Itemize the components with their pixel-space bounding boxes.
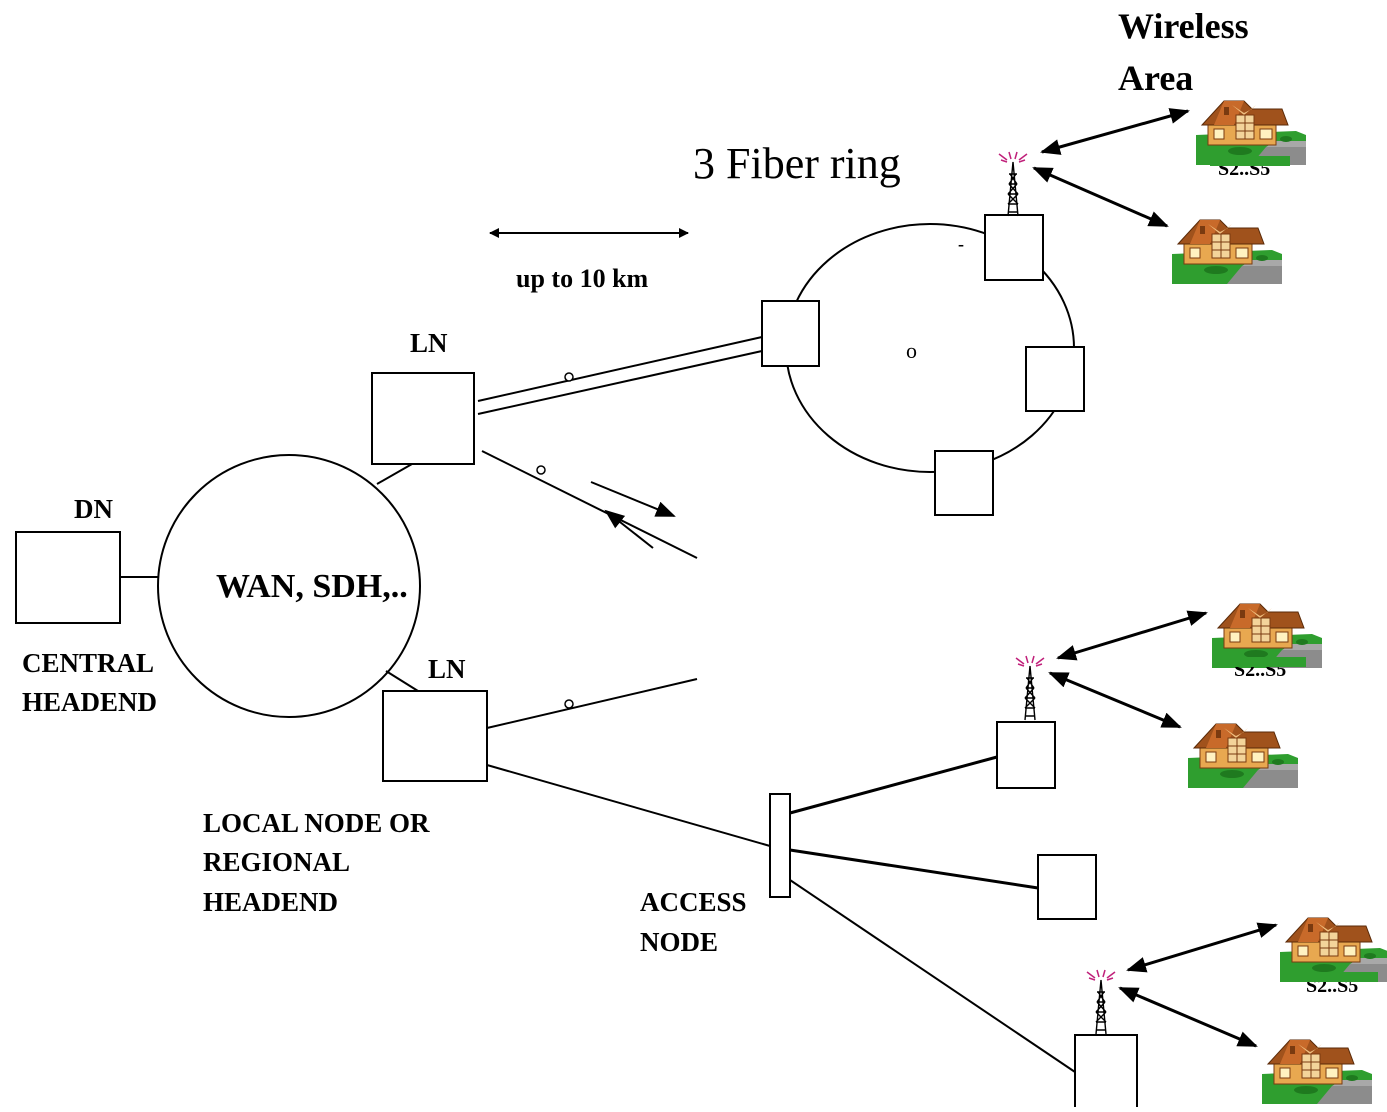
fiber-link-a <box>477 336 763 402</box>
wan-label: WAN, SDH,.. <box>216 568 408 605</box>
access-child-node-2 <box>1037 854 1097 920</box>
wireless-arrow <box>1118 986 1258 1048</box>
wireless-arrow <box>1126 922 1278 973</box>
wan-to-ln-bottom <box>385 670 419 692</box>
wan-circle <box>157 454 421 718</box>
wireless-arrow <box>1040 108 1190 155</box>
ln-top-downlink <box>481 450 698 559</box>
house-icon <box>1261 1039 1373 1105</box>
local-node-label-2: REGIONAL <box>203 847 350 877</box>
house-tag-1-cover <box>1210 156 1290 166</box>
antenna-icon <box>1015 655 1045 721</box>
access-link-3 <box>789 879 1076 1073</box>
ring-center-mark: o <box>906 338 917 363</box>
ring-node-left <box>761 300 820 367</box>
uplink-mark <box>564 699 574 709</box>
central-headend-label: HEADEND <box>22 687 157 717</box>
downlink-mark <box>536 465 546 475</box>
ring-node-top <box>984 214 1044 281</box>
access-label-1: ACCESS <box>640 887 747 917</box>
ln-bottom-label: LN <box>428 654 466 684</box>
local-node-bottom <box>382 690 488 782</box>
wireless-label: Wireless <box>1118 6 1249 46</box>
distance-label: up to 10 km <box>516 264 649 293</box>
fiber-mark-top <box>564 372 574 382</box>
wireless-arrow <box>1032 166 1169 228</box>
access-link-2 <box>789 848 1039 890</box>
ring-dash-mark: - <box>958 234 964 254</box>
direction-arrow-up <box>604 509 654 549</box>
access-child-node-1 <box>996 721 1056 789</box>
ln-bottom-uplink <box>486 678 698 729</box>
ln-to-access-node <box>486 764 771 847</box>
house-tag-2-cover <box>1226 657 1306 667</box>
ln-top-label: LN <box>410 328 448 358</box>
fiber-link-b <box>477 350 763 415</box>
wireless-arrow <box>1056 610 1208 661</box>
house-icon <box>1171 219 1283 285</box>
area-label: Area <box>1118 58 1193 98</box>
ring-node-right <box>1025 346 1085 412</box>
distribution-node <box>15 531 121 624</box>
local-node-label-1: LOCAL NODE OR <box>203 808 430 838</box>
house-tag-3-cover <box>1298 972 1378 982</box>
ring-node-bottom <box>934 450 994 516</box>
access-node <box>769 793 791 898</box>
dn-label: DN <box>74 494 113 524</box>
antenna-icon <box>1086 969 1116 1035</box>
central-label: CENTRAL <box>22 648 154 678</box>
direction-arrow-down <box>590 481 676 517</box>
local-node-top <box>371 372 475 465</box>
house-icon <box>1195 100 1307 166</box>
local-node-label-3: HEADEND <box>203 887 338 917</box>
wan-to-ln-top <box>376 463 413 485</box>
access-child-node-3 <box>1074 1034 1138 1112</box>
wireless-arrow <box>1048 671 1182 729</box>
house-icon <box>1187 723 1299 789</box>
access-link-1 <box>789 755 998 815</box>
access-label-2: NODE <box>640 927 718 957</box>
fiber-ring-label: 3 Fiber ring <box>693 139 901 188</box>
antenna-icon <box>998 151 1028 217</box>
